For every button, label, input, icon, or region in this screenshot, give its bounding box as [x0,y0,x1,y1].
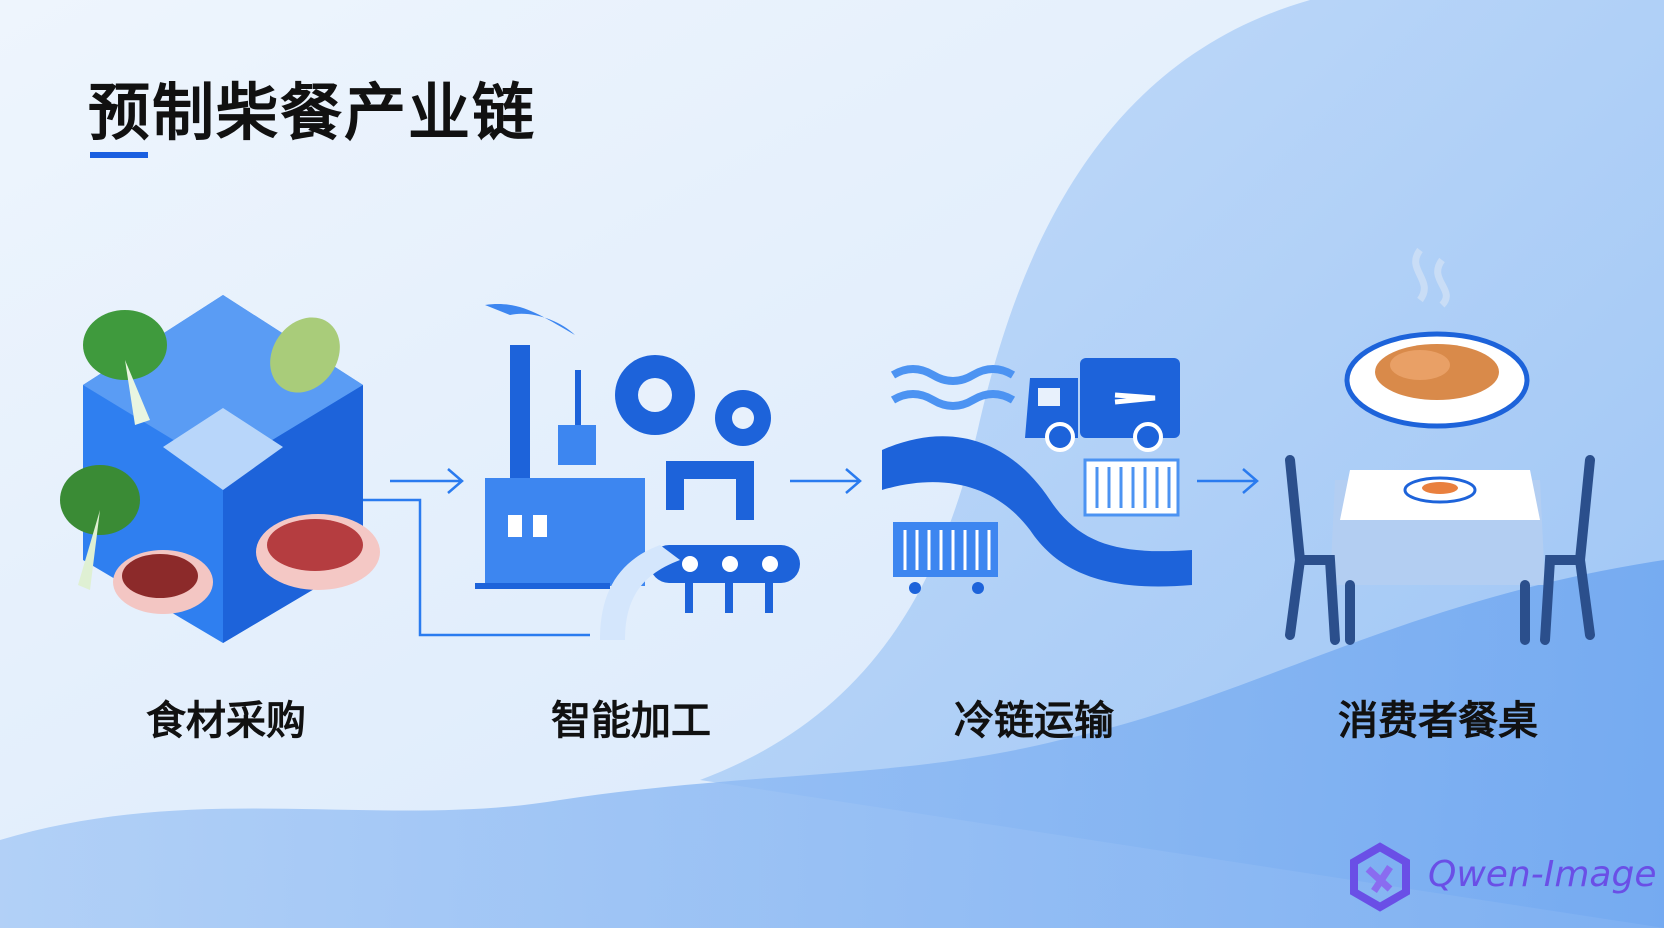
flow-arrows [340,468,1259,637]
vegetable-icon [60,465,140,590]
pepper-icon [270,317,340,393]
step-label-cold-chain: 冷链运输 [954,698,1114,744]
watermark: Qwen-Image [1428,854,1657,895]
connector-line [340,498,590,637]
title-underline [90,152,148,158]
background-wave-bottom [0,560,1664,928]
arrow-icon [1197,468,1259,494]
dining-table-icon [1285,247,1595,645]
cold-chain-truck-icon [882,358,1192,594]
step-label-sourcing: 食材采购 [146,698,306,744]
step-label-processing: 智能加工 [551,698,711,744]
page-title: 预制柴餐产业链 [88,76,537,149]
factory-icon [475,304,800,640]
ingredients-cube-icon [60,295,380,643]
meat-icon [113,550,213,614]
meat-icon [256,514,380,590]
arrow-icon [790,468,862,494]
arrow-icon [390,468,464,494]
step-label-consumer-table: 消费者餐桌 [1338,698,1538,744]
qwen-logo-icon [1350,842,1410,912]
vegetable-icon [83,310,167,425]
